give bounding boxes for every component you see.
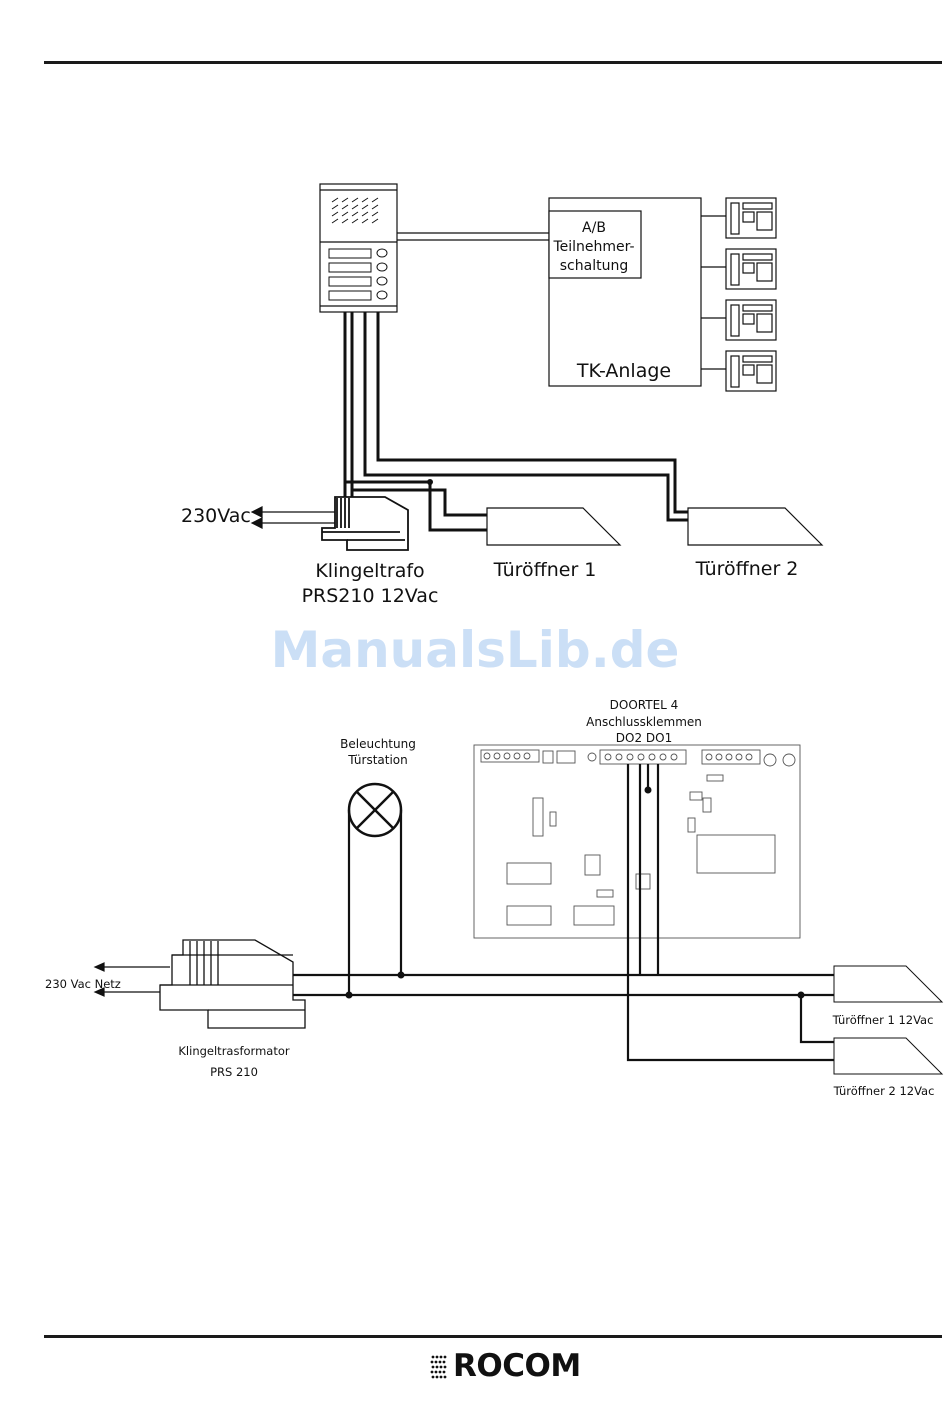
trafo-name-top: Klingeltrafo (315, 560, 424, 582)
mains-label-bottom: 230 Vac Netz (45, 977, 121, 991)
door-station-panel (320, 184, 397, 312)
bottom-diagram (95, 745, 942, 1074)
mains-label-top: 230Vac (181, 505, 251, 527)
ab-line (397, 233, 549, 240)
lamp-label-1: Beleuchtung (340, 737, 416, 751)
telephone-4 (726, 351, 776, 391)
door-opener-1-bottom (834, 966, 942, 1002)
schaltung-label: schaltung (560, 258, 628, 274)
lamp-symbol (349, 784, 401, 836)
tk-anlage-box (549, 198, 701, 386)
telephone-3 (726, 300, 776, 340)
trafo-name-bottom: Klingeltrasformator (178, 1044, 289, 1058)
opener2-label-bottom: Türöffner 2 12Vac (833, 1084, 935, 1098)
lamp-label-2: Türstation (347, 753, 408, 767)
teilnehmer-label: Teilnehmer- (552, 239, 634, 255)
rocom-mark-icon (430, 1352, 450, 1380)
doortel-board (474, 745, 800, 938)
brand-name: ROCOM (453, 1348, 581, 1384)
door-opener-1 (487, 508, 620, 545)
door-opener-2-bottom (834, 1038, 942, 1074)
telephone-1 (726, 198, 776, 238)
trafo-model-bottom: PRS 210 (210, 1065, 258, 1079)
klingeltrasformator-bottom (160, 940, 305, 1028)
door-opener-2 (688, 508, 822, 545)
trafo-model-top: PRS210 12Vac (302, 585, 439, 607)
ab-label: A/B (582, 220, 606, 236)
extension-lines (701, 216, 726, 369)
tk-anlage-label: TK-Anlage (576, 360, 671, 382)
opener1-label-bottom: Türöffner 1 12Vac (832, 1013, 934, 1027)
opener2-label-top: Türöffner 2 (695, 558, 799, 580)
mains-arrows-top (252, 507, 335, 528)
junction-dot (427, 479, 433, 485)
module-outputs: DO2 DO1 (616, 731, 672, 745)
telephone-2 (726, 249, 776, 289)
top-diagram (252, 184, 822, 550)
module-title: DOORTEL 4 (610, 698, 679, 712)
watermark: ManualsLib.de (271, 621, 680, 679)
opener1-label-top: Türöffner 1 (493, 559, 597, 581)
brand-logo: ROCOM (430, 1346, 581, 1386)
module-terminals: Anschlussklemmen (586, 715, 702, 729)
